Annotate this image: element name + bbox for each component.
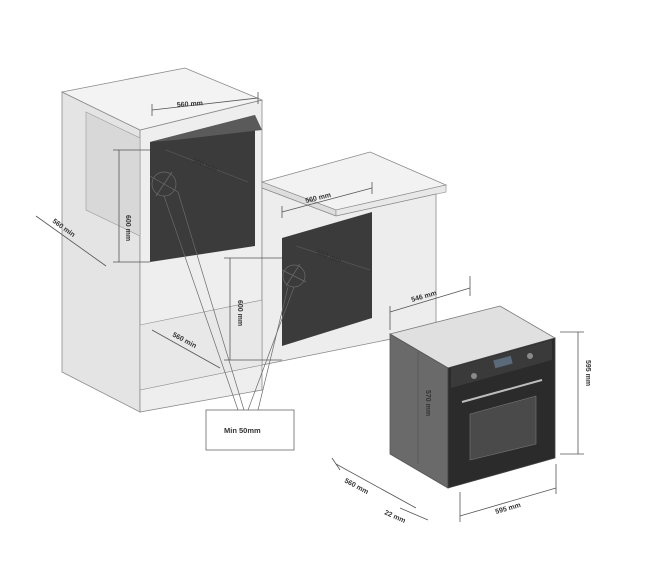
lower-height-label: 600 mm xyxy=(236,300,243,326)
upper-height-label: 600 mm xyxy=(124,215,131,241)
oven-front-thickness-label: 22 mm xyxy=(383,509,406,524)
min-clearance-callout: Min 50mm xyxy=(163,191,295,451)
lower-cabinet xyxy=(139,151,448,391)
oven-total-height-label: 595 mm xyxy=(584,360,591,386)
callout-label: Min 50mm xyxy=(224,426,261,435)
oven xyxy=(388,305,557,489)
upper-width-label: 560 mm xyxy=(177,100,204,109)
oven-width-label: 595 mm xyxy=(495,502,522,516)
oven-body-height-label: 570 mm xyxy=(424,390,431,416)
